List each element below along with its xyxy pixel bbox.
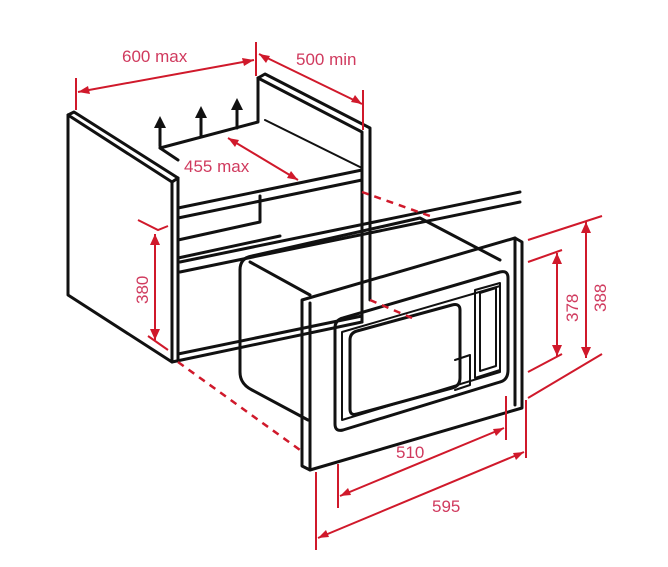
dimension-frame-height: 388 [527,215,610,399]
dimension-cabinet-width: 600 max [75,42,257,110]
dimension-body-height: 378 [527,249,582,373]
dim-378-label: 378 [563,294,582,322]
dim-510-label: 510 [396,443,424,462]
dimension-frame-width: 595 [315,400,527,550]
dimension-opening-height: 380 [133,219,169,351]
dim-380-label: 380 [133,276,152,304]
airflow-arrows-icon [154,98,243,148]
dim-600-label: 600 max [122,47,188,66]
dim-388-label: 388 [591,284,610,312]
dimension-opening-depth: 455 max [184,137,299,181]
dim-500-label: 500 min [296,50,356,69]
dimension-body-width: 510 [337,396,507,508]
microwave [178,190,524,472]
dim-595-label: 595 [432,497,460,516]
dimension-cabinet-depth: 500 min [258,50,364,130]
cabinet [66,72,372,364]
dim-455-label: 455 max [184,157,250,176]
